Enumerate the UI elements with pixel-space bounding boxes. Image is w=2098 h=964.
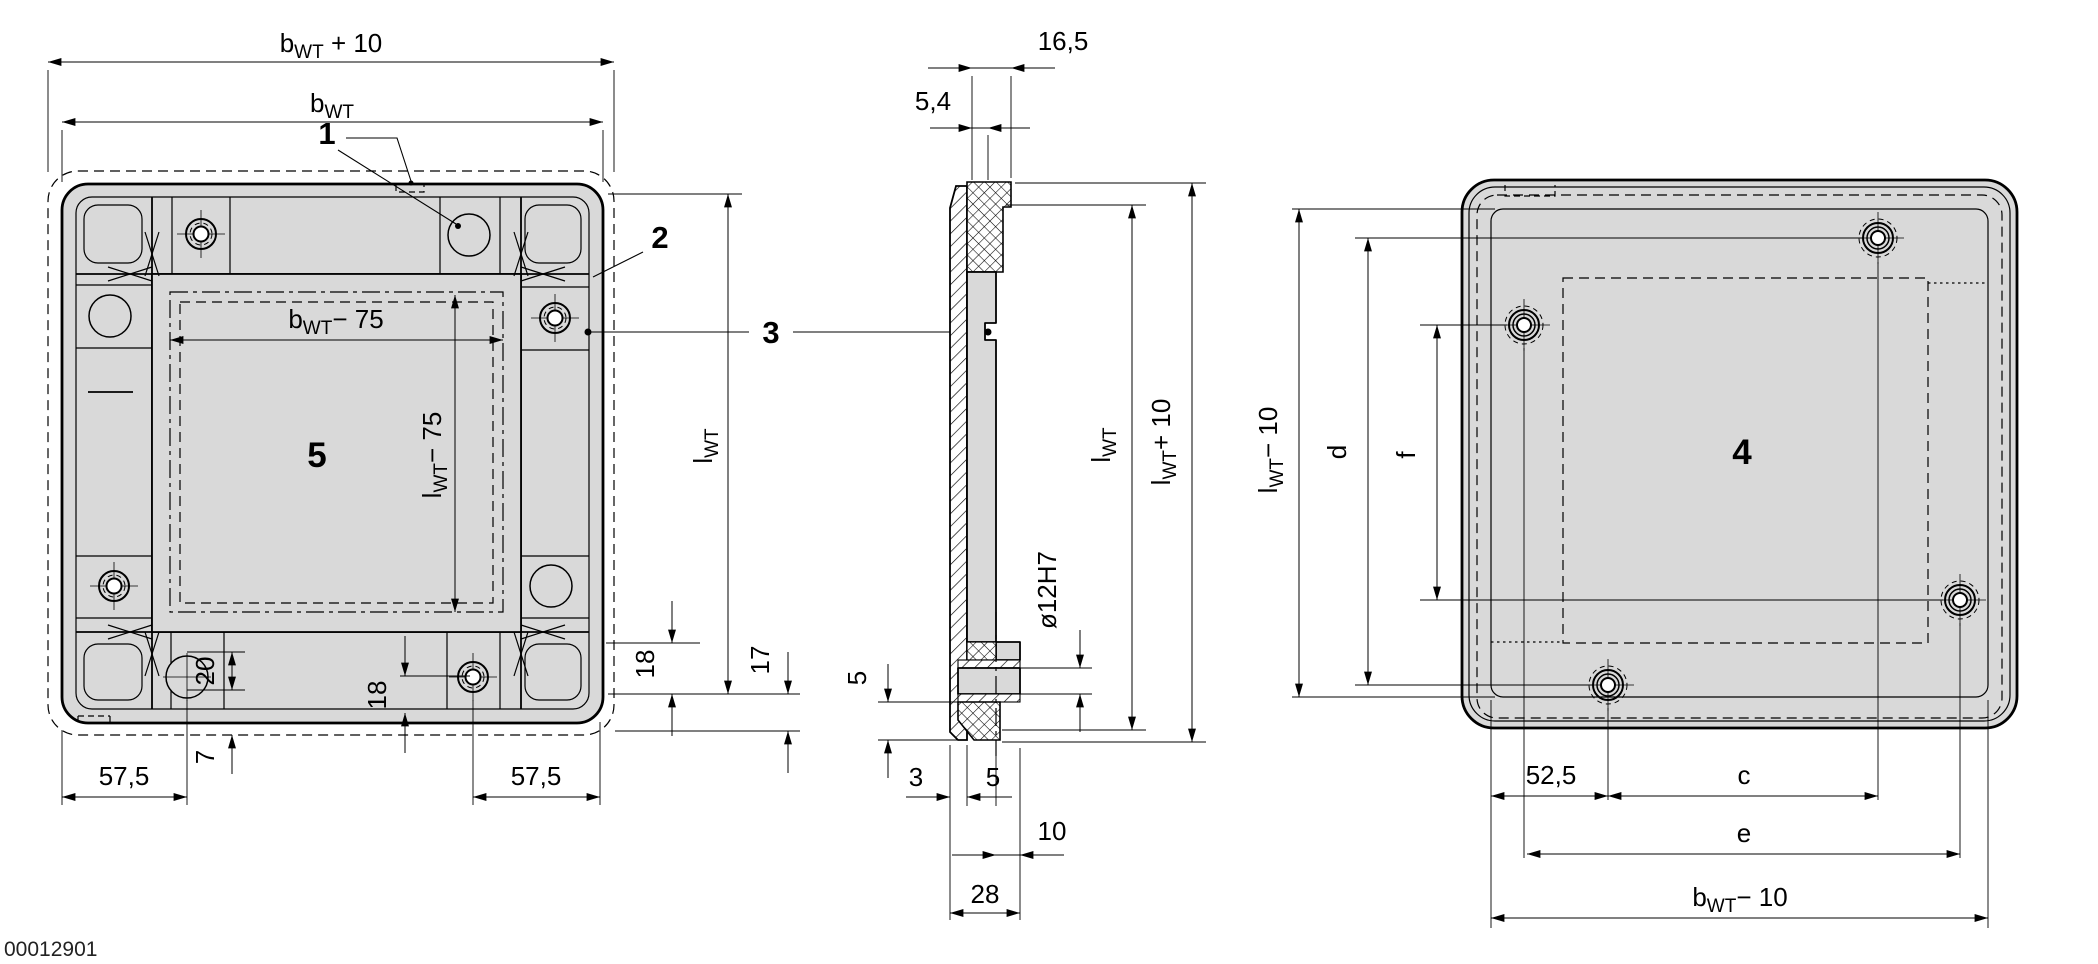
front-corner-pockets <box>83 204 582 701</box>
dim-17-label: 17 <box>745 646 775 675</box>
front-workpiece-dashed-box <box>179 301 494 604</box>
dim-f-label: f <box>1391 451 1421 459</box>
section-bush-chamfer <box>957 701 1001 741</box>
back-hole-centerlines <box>1355 237 1961 858</box>
section-tab <box>995 641 1021 661</box>
front-top-slot-dashed <box>395 185 425 193</box>
callout-5: 5 <box>307 436 326 475</box>
dim-20-label: 20 <box>190 657 220 686</box>
back-view: 4 lWT− 10 d f 52,5 c e bWT− 10 <box>1253 178 2019 928</box>
dim-18-right-label: 18 <box>630 650 660 679</box>
dim-165-label: 16,5 <box>1038 26 1089 56</box>
callout-2: 2 <box>651 220 668 255</box>
section-bush-body <box>957 667 1021 695</box>
dim-525-label: 52,5 <box>1526 760 1577 790</box>
dim-bwt-minus75-label: bWT− 75 <box>288 304 383 339</box>
dim-10-label: 10 <box>1038 816 1067 846</box>
dim-28-label: 28 <box>971 879 1000 909</box>
dim-lwt-section-label: lWT <box>1086 427 1121 463</box>
callout-1: 1 <box>318 116 335 151</box>
section-view: 16,5 5,4 ø12H7 5 3 5 <box>842 26 1206 920</box>
back-dashed-outline <box>1476 194 2003 719</box>
dim-bwt-minus10-label: bWT− 10 <box>1692 882 1787 917</box>
back-dimensions: lWT− 10 d f 52,5 c e bWT− 10 <box>1253 208 1989 928</box>
dim-18-bottom-label: 18 <box>362 681 392 710</box>
dim-7-label: 7 <box>190 750 220 764</box>
dim-bore-label: ø12H7 <box>1032 551 1062 629</box>
section-wall-hatched <box>949 185 968 741</box>
section-lip-lower <box>957 693 1021 703</box>
front-bottom-slot-dashed <box>77 715 111 723</box>
dim-d-label: d <box>1322 445 1352 459</box>
section-lip-upper <box>957 659 1021 669</box>
dim-54-label: 5,4 <box>915 86 951 116</box>
dim-5-left-label: 5 <box>842 671 872 685</box>
front-outer-dashed-outline <box>47 170 615 736</box>
dim-lwt-plus10-label: lWT+ 10 <box>1146 399 1181 486</box>
back-inner-outline <box>1490 208 1989 698</box>
dim-lwt-front-label: lWT <box>688 428 723 464</box>
front-rail-cells <box>76 197 589 709</box>
dim-575-right-label: 57,5 <box>511 761 562 791</box>
front-workpiece-centerline-box <box>169 291 504 613</box>
section-bush-top <box>966 641 997 661</box>
front-view: bWT + 10 bWT bWT− 75 lWT− 75 lWT 18 17 <box>47 28 992 805</box>
back-edge-line <box>1468 186 2011 722</box>
front-center-window <box>151 273 522 633</box>
dim-c-label: c <box>1738 760 1751 790</box>
back-top-slot-dashed <box>1504 185 1556 197</box>
callout-3: 3 <box>762 315 779 350</box>
dim-3-label: 3 <box>909 762 923 792</box>
back-pocket-dashed <box>1562 277 1929 644</box>
front-plain-holes <box>88 213 573 701</box>
front-inner-outline <box>75 196 590 710</box>
dim-bwt-plus10-label: bWT + 10 <box>280 28 383 63</box>
dim-lwt-minus10-label: lWT− 10 <box>1253 407 1288 494</box>
dim-bwt-label: bWT <box>310 88 354 123</box>
dim-lwt-minus75-label: lWT− 75 <box>417 412 452 499</box>
section-head-block <box>966 181 1012 273</box>
drawing-number: 00012901 <box>4 938 97 961</box>
section-dimensions: 16,5 5,4 ø12H7 5 3 5 <box>842 26 1206 920</box>
callout-4: 4 <box>1732 433 1752 472</box>
front-dimensions: bWT + 10 bWT bWT− 75 lWT− 75 lWT 18 17 <box>47 28 800 805</box>
section-body <box>966 271 997 643</box>
dim-575-left-label: 57,5 <box>99 761 150 791</box>
dim-e-label: e <box>1737 818 1751 848</box>
dim-5-bottom-label: 5 <box>986 762 1000 792</box>
